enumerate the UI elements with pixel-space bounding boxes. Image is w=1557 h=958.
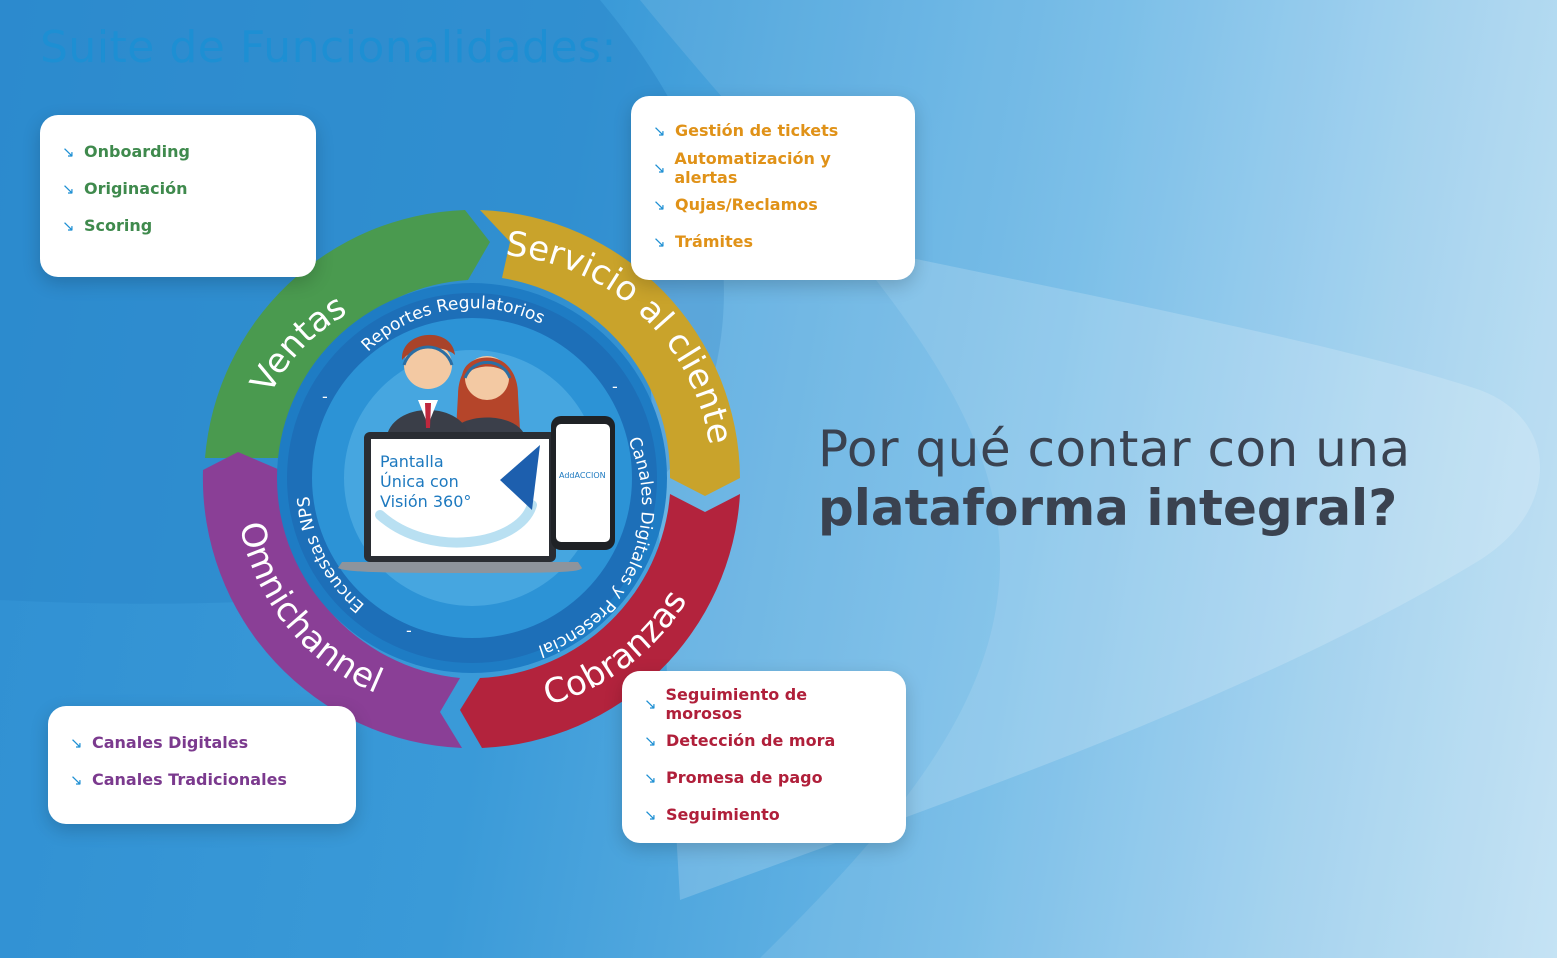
laptop-text-3: Visión 360°	[380, 492, 471, 511]
arrow-down-right-icon: ↘	[70, 733, 83, 752]
page-title: Suite de Funcionalidades:	[40, 22, 617, 73]
list-item: ↘Qujas/Reclamos	[653, 195, 818, 214]
arrow-down-right-icon: ↘	[62, 216, 75, 235]
headline-line2: plataforma integral?	[818, 479, 1398, 537]
arrow-down-right-icon: ↘	[653, 232, 666, 251]
arrow-down-right-icon: ↘	[62, 142, 75, 161]
list-item: ↘Promesa de pago	[644, 768, 823, 787]
arrow-down-right-icon: ↘	[653, 158, 666, 177]
segment-ventas	[205, 210, 490, 458]
arrow-down-right-icon: ↘	[653, 121, 666, 140]
laptop-text-1: Pantalla	[380, 452, 444, 471]
list-item: ↘Gestión de tickets	[653, 121, 839, 140]
headline-line1: Por qué contar con una	[818, 420, 1411, 478]
laptop-text-2: Única con	[380, 472, 459, 491]
list-item: ↘Originación	[62, 179, 188, 198]
inner-separator-3: -	[406, 621, 412, 640]
inner-separator-2: -	[612, 377, 618, 396]
arrow-down-right-icon: ↘	[70, 770, 83, 789]
list-item: ↘Onboarding	[62, 142, 190, 161]
phone-illustration: AddACCION	[551, 416, 615, 550]
arrow-down-right-icon: ↘	[653, 195, 666, 214]
card-omnichannel: ↘Canales Digitales ↘Canales Tradicionale…	[48, 706, 356, 824]
arrow-down-right-icon: ↘	[644, 694, 657, 713]
laptop-illustration: Pantalla Única con Visión 360°	[338, 432, 582, 573]
segment-omnichannel	[202, 452, 463, 748]
card-ventas: ↘Onboarding ↘Originación ↘Scoring	[40, 115, 316, 277]
list-item: ↘Canales Digitales	[70, 733, 249, 752]
headline: Por qué contar con una plataforma integr…	[818, 420, 1411, 538]
list-item: ↘Canales Tradicionales	[70, 770, 287, 789]
arrow-down-right-icon: ↘	[644, 768, 657, 787]
arrow-down-right-icon: ↘	[644, 731, 657, 750]
inner-separator-1: -	[322, 387, 328, 406]
list-item: ↘Trámites	[653, 232, 754, 251]
list-item: ↘Seguimiento de morosos	[644, 684, 808, 723]
segment-cobranzas	[460, 494, 740, 748]
phone-brand: AddACCION	[559, 471, 606, 480]
segment-servicio	[480, 210, 740, 496]
list-item: ↘Scoring	[62, 216, 153, 235]
list-item: ↘Seguimiento	[644, 805, 780, 824]
card-cobranzas: ↘Seguimiento de morosos ↘Detección de mo…	[622, 671, 906, 843]
arrow-down-right-icon: ↘	[62, 179, 75, 198]
card-servicio: ↘Gestión de tickets ↘Automatización y al…	[631, 96, 915, 280]
list-item: ↘Detección de mora	[644, 731, 836, 750]
list-item: ↘Automatización y alertas	[653, 148, 831, 187]
arrow-down-right-icon: ↘	[644, 805, 657, 824]
